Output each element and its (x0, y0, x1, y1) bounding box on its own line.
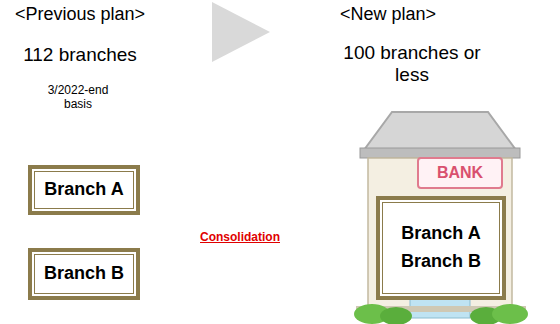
branch-name: Branch B (44, 263, 124, 285)
progress-arrow (212, 2, 270, 62)
branch-count: 100 branches or less (326, 42, 498, 86)
branch-count: 112 branches (8, 44, 152, 66)
consolidation-note: Consolidation (182, 231, 298, 245)
branch-box: Branch A (28, 165, 140, 215)
plan-heading: <Previous plan> (0, 4, 160, 25)
bank-building (354, 112, 528, 324)
branch-name: Branch A (44, 179, 123, 201)
plan-heading: <New plan> (318, 4, 458, 25)
branch-name: Branch B (401, 251, 481, 273)
bank-sign-text: BANK (420, 164, 500, 182)
basis-note: 3/2022-end basis (36, 84, 120, 112)
branch-box: Branch A Branch B (376, 196, 506, 300)
branch-box: Branch B (28, 248, 140, 300)
branch-name: Branch A (401, 223, 480, 245)
